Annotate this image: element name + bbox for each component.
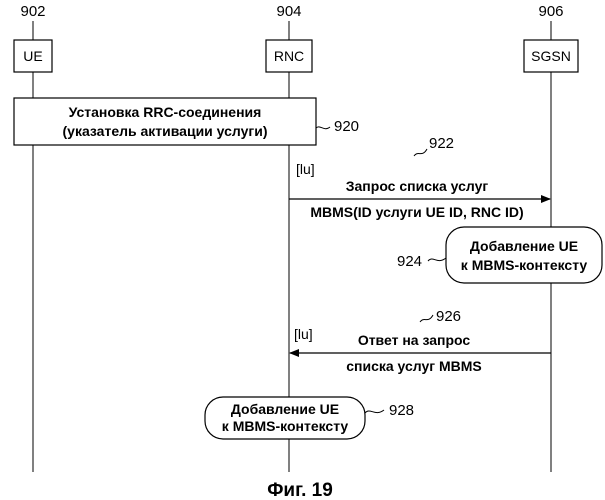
rrc-setup-line1: Установка RRC-соединения	[69, 104, 262, 120]
sgsn-add-ue-line2: к MBMS-контексту	[461, 257, 588, 273]
sgsn-add-ue-line1: Добавление UE	[470, 238, 578, 254]
response-msg-line1: Ответ на запрос	[358, 332, 471, 348]
sgsn-add-ue-ref-number: 924	[397, 253, 422, 270]
figure-caption: Фиг. 19	[267, 480, 333, 500]
ref-926-leader	[420, 315, 433, 322]
ref-922-number: 922	[429, 135, 454, 152]
sgsn-add-ue-box	[446, 227, 602, 283]
rrc-ref-leader	[316, 127, 330, 129]
rnc-add-ue-ref-leader	[365, 410, 384, 413]
ref-926-number: 926	[436, 308, 461, 325]
sgsn-add-ue-ref-leader	[428, 258, 446, 261]
sgsn-label: SGSN	[531, 48, 571, 64]
ue-label: UE	[23, 48, 42, 64]
rnc-label: RNC	[274, 48, 304, 64]
rnc-add-ue-line1: Добавление UE	[231, 401, 339, 417]
response-msg-line2: списка услуг MBMS	[346, 358, 482, 374]
rnc-add-ue-line2: к MBMS-контексту	[222, 418, 349, 434]
sgsn-ref-number: 906	[538, 3, 563, 20]
rrc-setup-line2: (указатель активации услуги)	[63, 123, 268, 139]
rnc-add-ue-ref-number: 928	[389, 402, 414, 419]
response-interface-label: [lu]	[294, 326, 313, 342]
request-interface-label: [lu]	[296, 161, 315, 177]
ue-ref-number: 902	[20, 3, 45, 20]
rrc-ref-number: 920	[334, 118, 359, 135]
request-msg-line2: MBMS(ID услуги UE ID, RNC ID)	[310, 204, 523, 220]
request-msg-line1: Запрос списка услуг	[346, 178, 489, 194]
ref-922-leader	[414, 149, 427, 156]
rnc-ref-number: 904	[276, 3, 301, 20]
